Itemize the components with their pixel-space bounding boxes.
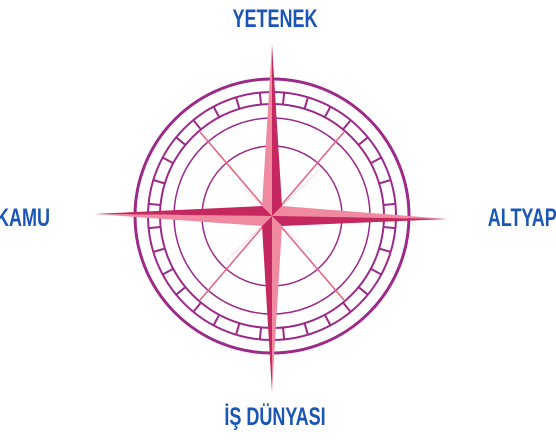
ring-tick: [379, 249, 390, 252]
ring-tick: [305, 323, 308, 334]
ring-tick: [236, 97, 239, 108]
ring-tick: [343, 303, 351, 312]
label-north-yetenek: YETENEK: [232, 7, 317, 32]
ring-tick: [149, 227, 161, 228]
ring-tick: [325, 315, 331, 326]
ring-tick: [359, 287, 368, 295]
ring-tick: [371, 269, 382, 275]
ring-tick: [163, 269, 174, 275]
label-west-kamu: KAMU: [0, 206, 50, 231]
ring-tick: [260, 93, 261, 105]
ring-tick: [283, 327, 284, 339]
ring-tick: [343, 120, 351, 129]
ring-tick: [383, 227, 395, 228]
ring-tick: [359, 137, 368, 145]
ring-tick: [325, 107, 331, 118]
ring-tick: [283, 93, 284, 105]
ring-tick: [176, 287, 185, 295]
label-east-altyapi: ALTYAPI: [488, 206, 556, 231]
ring-tick: [193, 303, 201, 312]
ring-tick: [163, 158, 174, 164]
ring-tick: [236, 323, 239, 334]
ring-tick: [371, 158, 382, 164]
ring-tick: [193, 120, 201, 129]
ring-tick: [176, 137, 185, 145]
label-south-is-dunyasi: İŞ DÜNYASI: [224, 405, 325, 430]
ring-tick: [383, 204, 395, 205]
ring-tick: [260, 327, 261, 339]
ring-tick: [153, 249, 164, 252]
ring-tick: [214, 315, 220, 326]
ring-tick: [149, 204, 161, 205]
ring-tick: [214, 107, 220, 118]
ring-tick: [153, 180, 164, 183]
ring-tick: [379, 180, 390, 183]
ring-tick: [305, 97, 308, 108]
